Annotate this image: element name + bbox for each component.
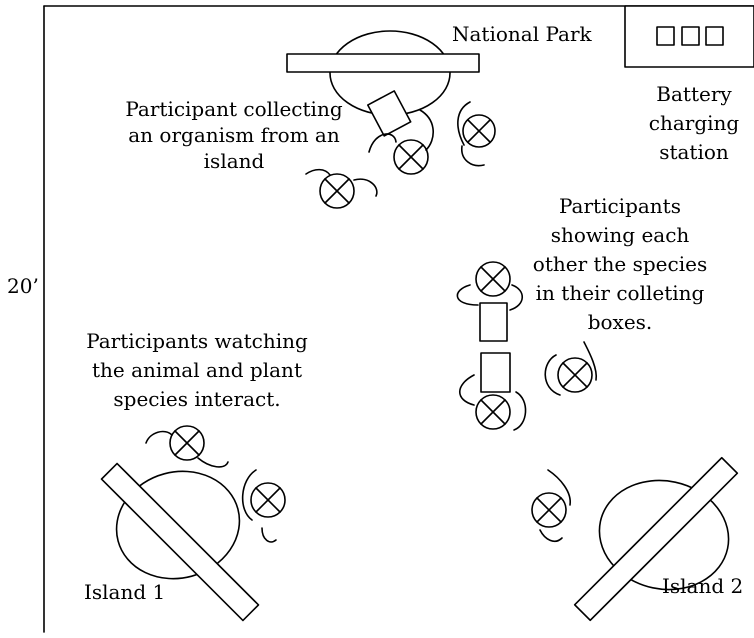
battery-slot-1	[656, 26, 675, 46]
watching-caption-line-3: species interact.	[113, 387, 281, 411]
collecting-caption-line-2: an organism from an	[128, 123, 340, 147]
diagram-title: National Park	[452, 22, 592, 46]
island-1-bar	[100, 462, 260, 622]
battery-slot-3	[705, 26, 724, 46]
collecting-box-lower	[480, 352, 511, 393]
participant-top-middle	[368, 109, 434, 175]
scale-label: 20’	[7, 274, 39, 298]
collecting-box-top	[366, 90, 412, 137]
showing-caption: Participants showing each other the spec…	[518, 192, 722, 337]
participant-watch-lower	[241, 469, 286, 543]
showing-caption-line-3: other the species	[532, 252, 708, 276]
station-box	[624, 5, 754, 68]
collecting-caption: Participant collecting an organism from …	[105, 96, 363, 174]
participant-mid-upper	[456, 261, 524, 311]
station-label-line-2: charging	[648, 111, 740, 135]
showing-caption-line-2: showing each	[550, 223, 690, 247]
showing-caption-line-1: Participants	[559, 194, 681, 218]
watching-caption-line-1: Participants watching	[86, 329, 308, 353]
showing-caption-line-5: boxes.	[587, 310, 653, 334]
island-1-label: Island 1	[84, 580, 166, 604]
participant-mid-right	[544, 341, 598, 396]
station-label-line-1: Battery	[656, 82, 732, 106]
watching-caption-line-2: the animal and plant	[92, 358, 302, 382]
collecting-caption-line-1: Participant collecting	[125, 97, 343, 121]
participant-top-left	[305, 168, 378, 209]
station-label: Battery charging station	[642, 80, 746, 167]
collecting-caption-line-3: island	[203, 149, 265, 173]
showing-caption-line-4: in their colleting	[535, 281, 705, 305]
battery-slot-2	[681, 26, 700, 46]
top-island-bar	[286, 53, 480, 73]
collecting-box-upper	[479, 302, 508, 342]
island-2-label: Island 2	[662, 574, 744, 598]
island-2-bar	[573, 456, 739, 622]
participant-watch-upper	[145, 425, 229, 468]
participant-mid-lower	[458, 374, 527, 431]
participant-island2	[531, 469, 571, 542]
participant-top-right	[457, 101, 496, 167]
watching-caption: Participants watching the animal and pla…	[72, 327, 322, 414]
station-label-line-3: station	[659, 140, 729, 164]
